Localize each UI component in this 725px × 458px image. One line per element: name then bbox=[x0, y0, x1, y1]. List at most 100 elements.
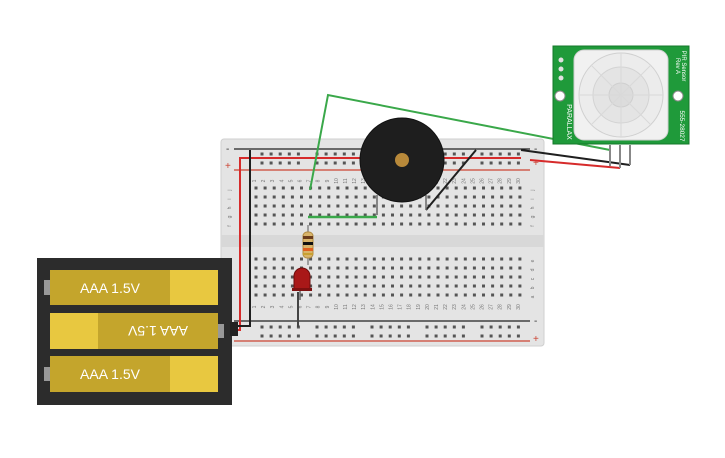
breadboard-hole[interactable] bbox=[336, 204, 340, 208]
breadboard-hole[interactable] bbox=[370, 334, 374, 338]
breadboard-hole[interactable] bbox=[309, 266, 313, 270]
pir-black-wire[interactable] bbox=[520, 149, 631, 166]
breadboard-hole[interactable] bbox=[278, 334, 282, 338]
breadboard-hole[interactable] bbox=[418, 293, 422, 297]
breadboard-hole[interactable] bbox=[400, 222, 404, 226]
breadboard-hole[interactable] bbox=[482, 266, 485, 270]
breadboard-hole[interactable] bbox=[400, 266, 404, 270]
breadboard-hole[interactable] bbox=[409, 284, 413, 288]
breadboard-hole[interactable] bbox=[260, 334, 264, 338]
breadboard-hole[interactable] bbox=[500, 257, 504, 261]
breadboard-hole[interactable] bbox=[354, 275, 358, 279]
breadboard-hole[interactable] bbox=[254, 284, 258, 288]
breadboard-hole[interactable] bbox=[336, 195, 340, 199]
breadboard-hole[interactable] bbox=[309, 213, 313, 217]
breadboard-hole[interactable] bbox=[463, 275, 467, 279]
breadboard-hole[interactable] bbox=[418, 213, 422, 217]
breadboard-hole[interactable] bbox=[400, 275, 404, 279]
breadboard-hole[interactable] bbox=[482, 293, 485, 297]
breadboard-hole[interactable] bbox=[354, 195, 358, 199]
breadboard-hole[interactable] bbox=[480, 161, 484, 165]
breadboard-hole[interactable] bbox=[263, 266, 267, 270]
breadboard-hole[interactable] bbox=[452, 152, 456, 156]
breadboard-hole[interactable] bbox=[463, 266, 467, 270]
breadboard-hole[interactable] bbox=[409, 204, 413, 208]
breadboard-hole[interactable] bbox=[491, 257, 495, 261]
breadboard-hole[interactable] bbox=[434, 334, 438, 338]
breadboard-hole[interactable] bbox=[336, 257, 340, 261]
breadboard-hole[interactable] bbox=[318, 204, 322, 208]
breadboard-hole[interactable] bbox=[518, 293, 522, 297]
breadboard-hole[interactable] bbox=[263, 293, 267, 297]
breadboard-hole[interactable] bbox=[400, 293, 404, 297]
breadboard-hole[interactable] bbox=[370, 325, 374, 329]
breadboard-hole[interactable] bbox=[278, 161, 282, 165]
breadboard-hole[interactable] bbox=[425, 334, 429, 338]
breadboard-hole[interactable] bbox=[436, 293, 440, 297]
breadboard-hole[interactable] bbox=[254, 257, 258, 261]
breadboard-hole[interactable] bbox=[372, 204, 376, 208]
breadboard-hole[interactable] bbox=[324, 161, 328, 165]
breadboard-hole[interactable] bbox=[507, 334, 511, 338]
breadboard-hole[interactable] bbox=[290, 293, 294, 297]
breadboard-hole[interactable] bbox=[461, 325, 465, 329]
breadboard-hole[interactable] bbox=[427, 266, 431, 270]
breadboard-hole[interactable] bbox=[309, 284, 313, 288]
breadboard-hole[interactable] bbox=[354, 213, 358, 217]
breadboard-hole[interactable] bbox=[281, 213, 285, 217]
breadboard-hole[interactable] bbox=[260, 325, 264, 329]
breadboard-hole[interactable] bbox=[418, 222, 422, 226]
breadboard-hole[interactable] bbox=[491, 284, 495, 288]
breadboard-hole[interactable] bbox=[480, 152, 484, 156]
breadboard-hole[interactable] bbox=[336, 275, 340, 279]
breadboard-hole[interactable] bbox=[263, 213, 267, 217]
breadboard-hole[interactable] bbox=[300, 204, 303, 208]
breadboard-hole[interactable] bbox=[454, 293, 458, 297]
breadboard-hole[interactable] bbox=[498, 161, 502, 165]
breadboard-hole[interactable] bbox=[263, 222, 267, 226]
breadboard-hole[interactable] bbox=[300, 195, 303, 199]
breadboard-hole[interactable] bbox=[443, 334, 447, 338]
breadboard-hole[interactable] bbox=[454, 195, 458, 199]
breadboard-hole[interactable] bbox=[472, 204, 476, 208]
breadboard-hole[interactable] bbox=[516, 325, 520, 329]
breadboard-hole[interactable] bbox=[480, 334, 484, 338]
breadboard-hole[interactable] bbox=[281, 204, 285, 208]
breadboard-hole[interactable] bbox=[491, 204, 495, 208]
breadboard-hole[interactable] bbox=[381, 293, 385, 297]
breadboard-hole[interactable] bbox=[472, 266, 476, 270]
breadboard-hole[interactable] bbox=[269, 325, 273, 329]
breadboard-hole[interactable] bbox=[489, 334, 493, 338]
breadboard-hole[interactable] bbox=[388, 325, 392, 329]
breadboard-hole[interactable] bbox=[287, 152, 291, 156]
breadboard-hole[interactable] bbox=[491, 222, 495, 226]
breadboard-hole[interactable] bbox=[461, 161, 465, 165]
breadboard-hole[interactable] bbox=[327, 257, 331, 261]
breadboard-hole[interactable] bbox=[363, 204, 367, 208]
breadboard-hole[interactable] bbox=[254, 222, 258, 226]
breadboard-hole[interactable] bbox=[309, 257, 313, 261]
breadboard-hole[interactable] bbox=[290, 257, 294, 261]
breadboard-hole[interactable] bbox=[372, 293, 376, 297]
breadboard-hole[interactable] bbox=[463, 222, 467, 226]
breadboard-hole[interactable] bbox=[363, 257, 367, 261]
breadboard-hole[interactable] bbox=[381, 213, 385, 217]
breadboard-hole[interactable] bbox=[409, 266, 413, 270]
breadboard-hole[interactable] bbox=[381, 257, 385, 261]
breadboard-hole[interactable] bbox=[345, 293, 349, 297]
breadboard-hole[interactable] bbox=[472, 195, 476, 199]
breadboard-hole[interactable] bbox=[482, 222, 485, 226]
breadboard-hole[interactable] bbox=[263, 195, 267, 199]
breadboard-hole[interactable] bbox=[472, 284, 476, 288]
breadboard-hole[interactable] bbox=[269, 161, 273, 165]
battery-pack[interactable]: AAA 1.5V AAA 1.5V AAA 1.5V bbox=[37, 258, 238, 405]
breadboard-hole[interactable] bbox=[254, 213, 258, 217]
breadboard-hole[interactable] bbox=[391, 222, 394, 226]
breadboard-hole[interactable] bbox=[333, 325, 337, 329]
breadboard-hole[interactable] bbox=[400, 213, 404, 217]
breadboard-hole[interactable] bbox=[418, 275, 422, 279]
breadboard-hole[interactable] bbox=[443, 325, 447, 329]
breadboard-hole[interactable] bbox=[409, 213, 413, 217]
breadboard-hole[interactable] bbox=[463, 195, 467, 199]
breadboard-hole[interactable] bbox=[345, 213, 349, 217]
